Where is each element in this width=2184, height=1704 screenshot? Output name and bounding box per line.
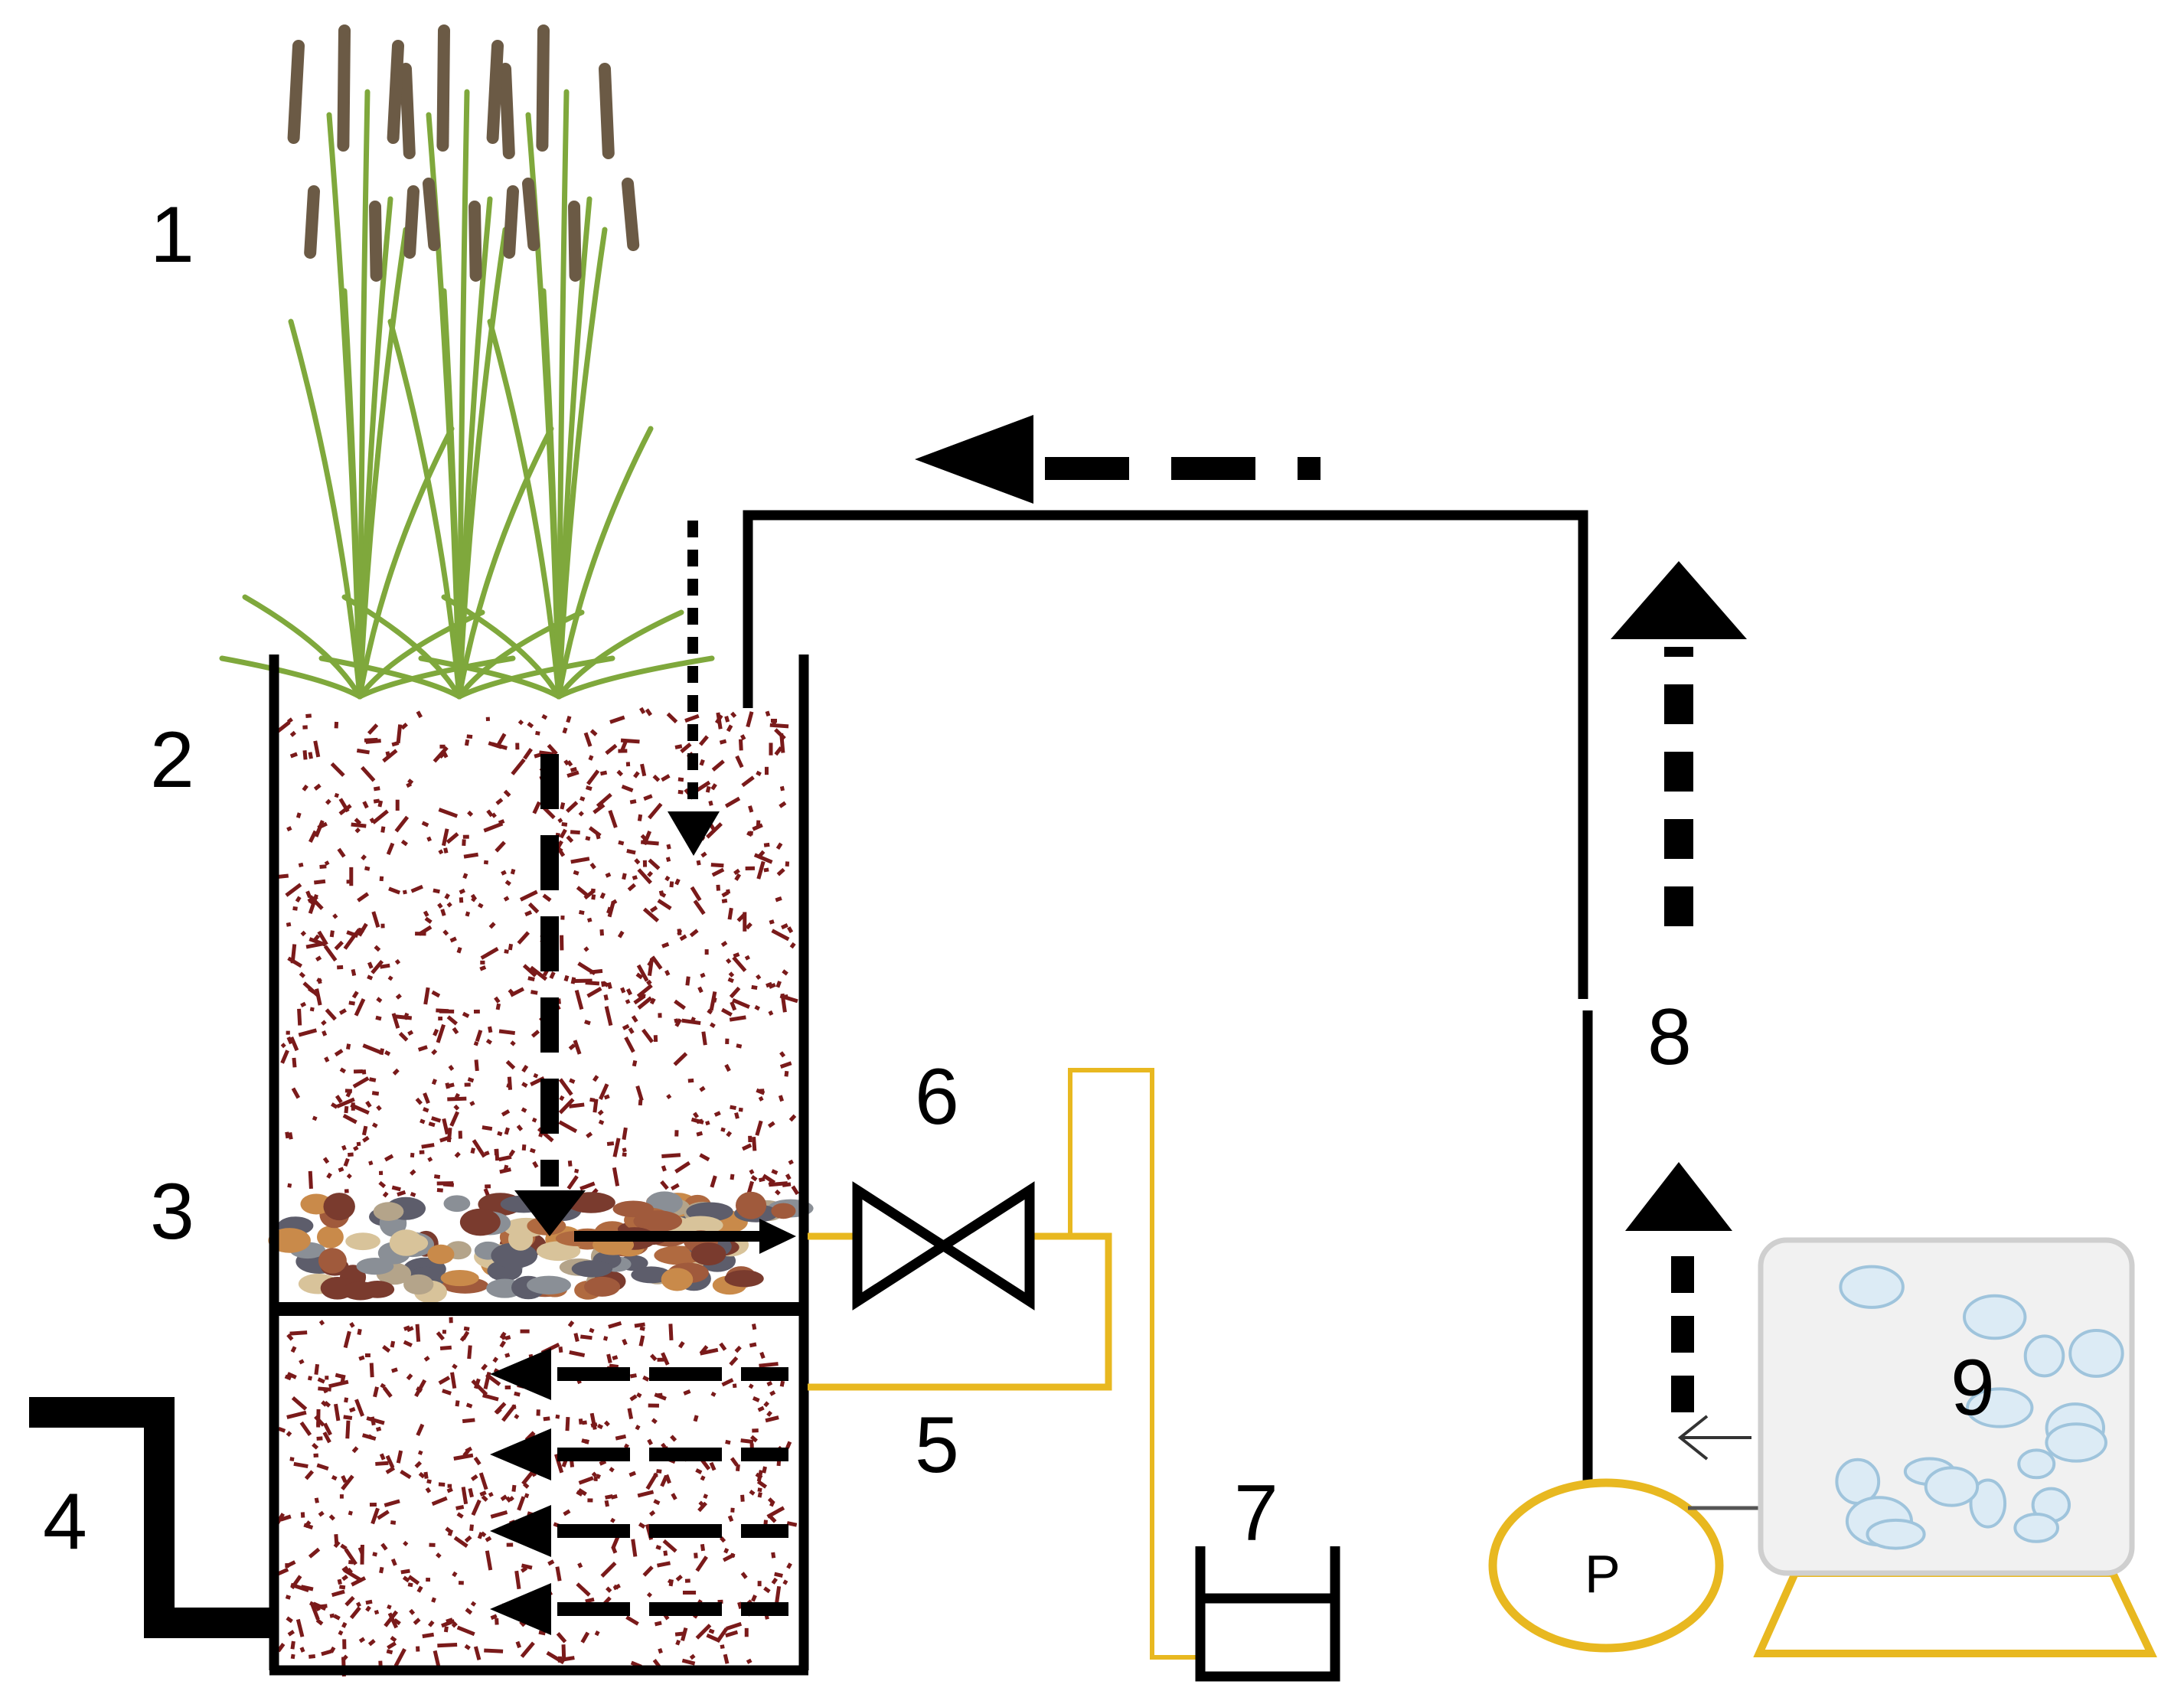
recirculation-arrow (915, 415, 1321, 504)
pump[interactable] (1488, 1478, 1761, 1653)
tube (808, 1068, 1196, 1660)
label-tank: 9 (1951, 1343, 1995, 1432)
pump-label: P (1585, 1544, 1621, 1604)
collector-vessel (1195, 1546, 1340, 1682)
pump-flow-arrows (1611, 561, 1747, 1412)
label-substrate: 2 (150, 716, 194, 805)
wetland-column (269, 655, 809, 1676)
callout-labels: 1 2 3 4 5 6 7 8 9 P (43, 191, 1995, 1604)
inflow-arrow (668, 521, 720, 856)
inflow-pipe (743, 510, 1593, 1481)
gravel-flow-arrow (574, 1219, 796, 1254)
feed-arrow (1677, 1415, 1751, 1461)
label-tube: 5 (915, 1401, 959, 1490)
label-plants: 1 (150, 191, 194, 279)
outlet-pipe (29, 1397, 276, 1638)
label-outlet: 4 (43, 1477, 87, 1566)
feed-tank (1753, 1237, 2157, 1657)
lower-flow-arrows (490, 1348, 788, 1635)
label-flow: 8 (1647, 993, 1692, 1082)
label-collector: 7 (1234, 1469, 1278, 1558)
wetland-plants (219, 24, 715, 700)
valve[interactable] (852, 1181, 1035, 1311)
label-valve: 6 (915, 1053, 959, 1141)
vertical-flow-arrow (514, 754, 586, 1236)
label-gravel: 3 (150, 1167, 194, 1256)
